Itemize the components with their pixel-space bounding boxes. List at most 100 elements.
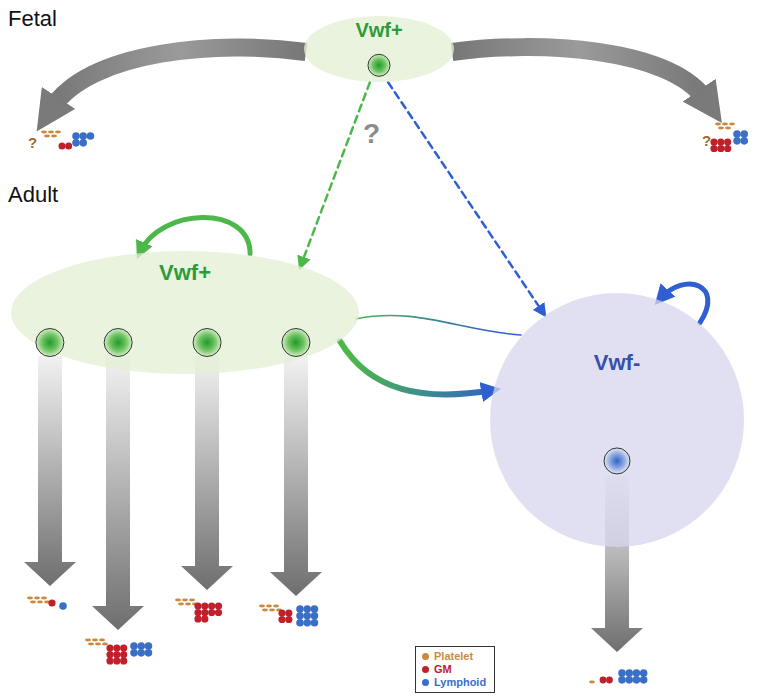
platelet-dot [51,135,57,138]
cell-dot [633,676,641,684]
lineage-arrow [301,82,370,266]
cell-dot [311,619,319,627]
cell-dot [106,651,113,658]
question-mark: ? [363,118,380,150]
platelet-dot [30,601,36,604]
lineage-arrow [140,217,250,253]
cell-dot [717,138,724,145]
stem-cell [193,329,221,357]
cell-dot [201,602,208,609]
platelet-dot [185,603,191,606]
cell-dot [120,651,127,658]
output-arrow [270,356,322,596]
platelet-dot [27,597,33,600]
stem-cell [368,54,390,76]
platelet-dot [725,127,731,130]
output-arrow [181,356,233,590]
platelet-dot [259,605,265,608]
cell-dot [194,615,201,622]
cell-dot [606,677,613,684]
progenitor-ellipse: Vwf+ [303,15,455,83]
cell-dot [59,143,66,150]
cell-dot [208,602,215,609]
legend-swatch [422,679,429,686]
platelet-dot [92,639,98,642]
cell-dot [201,609,208,616]
platelet-dot [99,639,105,642]
cell-dot [72,139,80,147]
node-label: Vwf- [489,350,745,376]
cell-dot [145,642,153,650]
platelet-dot [178,603,184,606]
stem-cell [104,329,132,357]
platelet-dot [266,605,272,608]
cell-dot [311,612,319,620]
platelet-dot [37,601,43,604]
cell-dot [618,676,626,684]
cell-dot [106,657,113,664]
cell-dot [79,139,87,147]
platelet-dot [48,131,54,134]
platelet-dot [41,597,47,600]
cell-dot [733,137,741,145]
cell-dot [278,609,285,616]
legend-swatch [422,666,429,673]
question-mark: ? [702,132,711,149]
cell-dot [120,644,127,651]
cell-dot [740,137,748,145]
cell-dot [724,138,731,145]
cell-dot [733,130,741,138]
cell-dot [717,145,724,152]
cell-dot [285,616,292,623]
node-label: Vwf+ [10,260,360,286]
legend-text: GM [434,663,452,676]
legend-swatch [422,653,429,660]
platelet-dot [262,609,268,612]
cell-dot [130,642,138,650]
cell-dot [618,669,626,677]
platelet-dot [175,599,181,602]
platelet-dot [273,605,279,608]
cell-dot [79,132,87,140]
cell-dot [296,605,304,613]
cell-dot [113,644,120,651]
cell-dot [278,616,285,623]
stage-label: Fetal [8,6,57,32]
node-outline [11,251,359,374]
cell-dot [208,609,215,616]
cell-dot [640,669,648,677]
cell-dot [130,649,138,657]
stem-cell [604,448,630,474]
cell-dot [72,132,80,140]
node-label: Vwf+ [303,19,455,42]
platelet-dot [189,599,195,602]
node-outline [490,293,744,547]
cell-dot [303,612,311,620]
lineage-arrow [388,82,544,314]
cell-dot [296,612,304,620]
cell-dot [625,669,633,677]
progenitor-circle: Vwf- [489,292,745,548]
cell-dot [59,602,67,610]
legend-row: Platelet [422,650,486,663]
cell-dot [215,602,222,609]
legend-row: Lymphoid [422,676,486,689]
cell-dot [640,676,648,684]
cell-dot [740,130,748,138]
cell-dot [285,609,292,616]
platelet-dot [102,643,108,646]
platelet-dot [44,135,50,138]
cell-dot [113,651,120,658]
cell-dot [137,642,145,650]
cell-dot [194,609,201,616]
cell-dot [710,138,717,145]
cell-dot [311,605,319,613]
platelet-dot [729,123,735,126]
stem-cell [282,329,310,357]
legend-row: GM [422,663,486,676]
cell-dot [710,145,717,152]
legend-text: Lymphoid [434,676,486,689]
platelet-dot [34,597,40,600]
platelet-dot [55,131,61,134]
cell-dot [48,599,55,606]
